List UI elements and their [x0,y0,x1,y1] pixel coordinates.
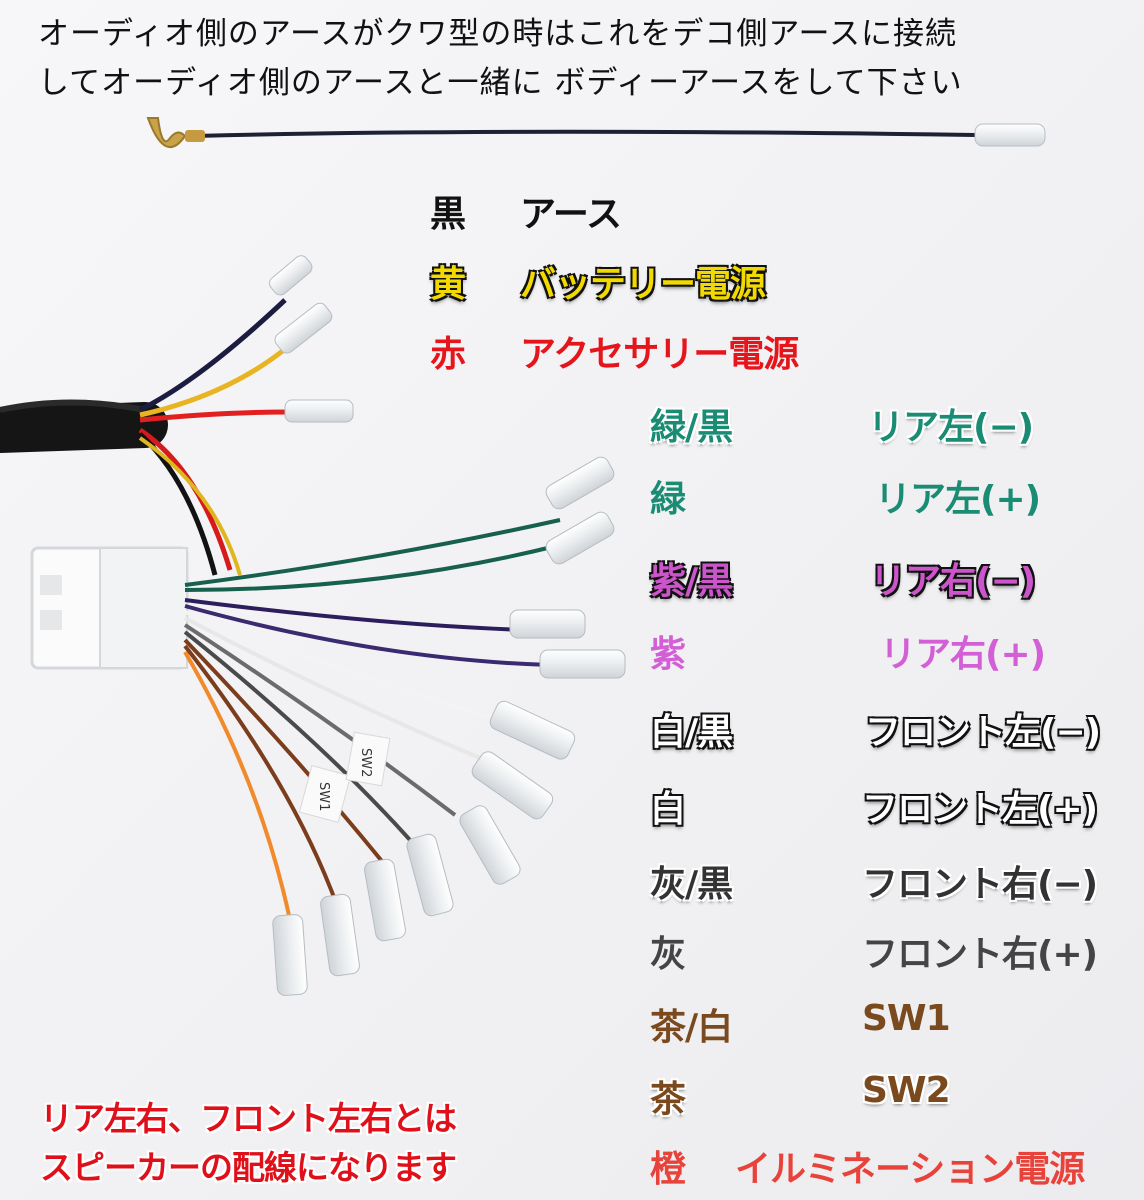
wire-function: リア左(+) [875,479,1041,520]
header-line-1: オーディオ側のアースがクワ型の時はこれをデコ側アースに接続 [38,16,958,52]
wire-function: リア右(−) [870,561,1036,602]
connector-tag-a: SW1 [316,782,331,811]
wire-function: SW2 [862,1070,951,1111]
wire-color-name: 赤 [430,334,466,375]
wire-function: フロント右(+) [862,934,1098,975]
wire-color-name: 茶 [650,1079,686,1120]
spade-terminals [272,456,626,996]
wire-function: アース [520,194,622,235]
wire-function: リア右(+) [880,634,1046,675]
wire-color-name: 黄 [430,264,466,305]
ground-wire [146,117,1046,148]
wire-bundle [0,399,168,453]
wire-color-name: 灰 [650,934,686,975]
wire-color-name: 茶/白 [650,1007,733,1048]
wire-function: フロント左(−) [865,712,1101,753]
header-line-2: してオーディオ側のアースと一緒に ボディーアースをして下さい [38,65,963,101]
wire-function: フロント左(+) [862,789,1098,830]
wire-function: アクセサリー電源 [520,334,799,375]
wire-function: フロント右(−) [862,864,1098,905]
wire-function: SW1 [862,998,951,1039]
speaker-wires [183,518,561,921]
wire-color-name: 橙 [650,1149,686,1190]
note-line-1: リア左右、フロント左右とは [40,1099,457,1138]
connector-block [30,546,189,670]
note-line-2: スピーカーの配線になります [40,1148,457,1187]
wire-color-name: 緑/黒 [650,407,733,448]
connector-tag-b: SW2 [358,748,373,777]
wire-function: イルミネーション電源 [735,1149,1085,1190]
wire-color-name: 灰/黒 [650,864,733,905]
wire-color-name: 緑 [650,479,686,520]
wire-function: リア左(−) [868,407,1034,448]
wire-color-name: 白/黒 [650,712,733,753]
power-wires [138,255,354,576]
wire-function: バッテリー電源 [520,264,766,305]
wire-color-name: 白 [650,789,686,830]
wire-color-name: 黒 [430,194,466,235]
wire-color-name: 紫 [650,634,686,675]
wire-color-name: 紫/黒 [650,561,733,602]
